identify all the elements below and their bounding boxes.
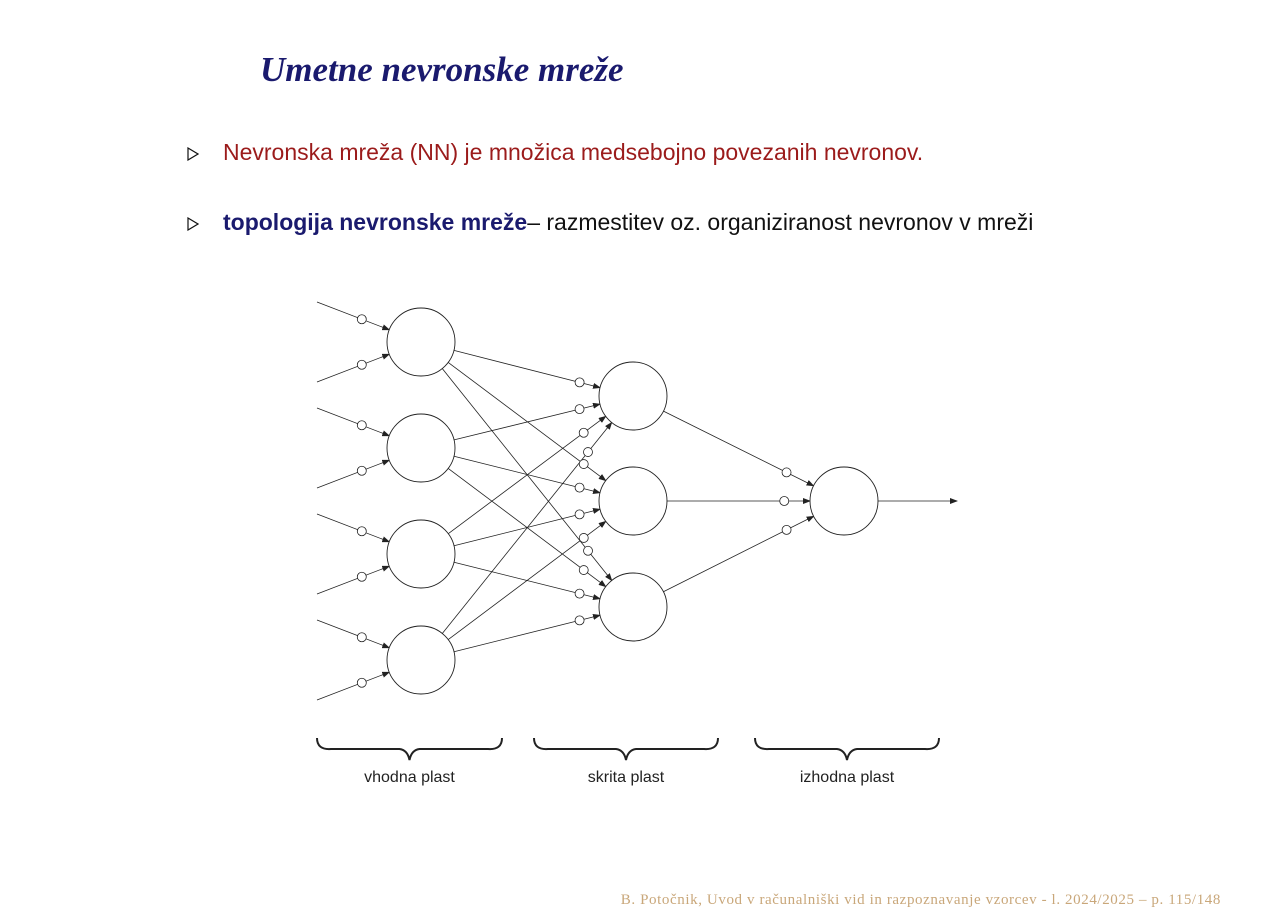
neuron (386, 413, 456, 483)
weight-circle (356, 465, 367, 476)
layer-label: skrita plast (588, 769, 665, 786)
layer-label: izhodna plast (800, 769, 895, 786)
weight-circle (578, 533, 589, 543)
input-connection (316, 513, 391, 543)
bullet-nn-definition: Nevronska mreža (NN) je množica medseboj… (187, 139, 923, 166)
weight-circle (781, 467, 792, 478)
neuron (386, 307, 456, 377)
weight-circle (356, 632, 367, 643)
weight-circle (356, 677, 367, 688)
bullet-topology: topologija nevronske mreže – razmestitev… (187, 209, 1033, 236)
input-hidden-connection (447, 520, 607, 640)
input-hidden-connection (441, 421, 613, 634)
neuron (598, 361, 668, 431)
layer-brace (316, 737, 503, 761)
input-connection (316, 301, 391, 331)
weight-circle (356, 420, 367, 431)
input-hidden-connection (447, 362, 607, 482)
weight-circle (578, 427, 589, 438)
bullet-definition: – razmestitev oz. organiziranost nevrono… (527, 209, 1034, 235)
bullet-text: Nevronska mreža (NN) je množica medseboj… (223, 139, 924, 165)
input-connection (316, 671, 391, 701)
input-hidden-connection (448, 415, 607, 535)
neuron (386, 519, 456, 589)
triangle-bullet-icon (187, 146, 199, 161)
neuron (598, 572, 668, 642)
weight-circle (779, 496, 790, 506)
weight-circle (574, 482, 585, 493)
weight-circle (574, 509, 585, 520)
input-connection (316, 565, 391, 595)
layer-braces (316, 737, 940, 761)
weight-circle (574, 404, 585, 415)
bullet-term: topologija nevronske mreže (223, 209, 528, 235)
hidden-output-connection (663, 410, 815, 487)
weight-circle (356, 571, 367, 582)
weight-circle (578, 565, 589, 575)
input-connection (316, 619, 391, 649)
layer-labels: vhodna plast skrita plast izhodna plast (364, 769, 895, 786)
layer-brace (533, 737, 719, 761)
triangle-bullet-icon (187, 216, 199, 231)
layer-brace (754, 737, 940, 761)
weight-circle (583, 545, 593, 556)
neuron (809, 466, 879, 536)
neurons (386, 307, 879, 695)
neuron (386, 625, 456, 695)
weight-circle (574, 377, 585, 388)
weight-circle (574, 588, 585, 599)
neuron (598, 466, 668, 536)
weight-circle (781, 524, 792, 535)
weight-circle (583, 447, 593, 457)
weight-circles (356, 314, 792, 688)
layer-label: vhodna plast (364, 769, 455, 786)
weight-circle (574, 615, 585, 626)
input-connection (316, 459, 391, 489)
weight-circle (578, 459, 589, 469)
weight-circle (356, 359, 367, 370)
slide-footer: B. Potočnik, Uvod v računalniški vid in … (620, 892, 1221, 908)
weight-circle (356, 526, 367, 537)
input-connection (316, 407, 391, 437)
hidden-output-connection (663, 515, 815, 593)
slide-title: Umetne nevronske mreže (260, 50, 624, 89)
input-connection (316, 353, 391, 383)
weight-circle (356, 314, 367, 325)
